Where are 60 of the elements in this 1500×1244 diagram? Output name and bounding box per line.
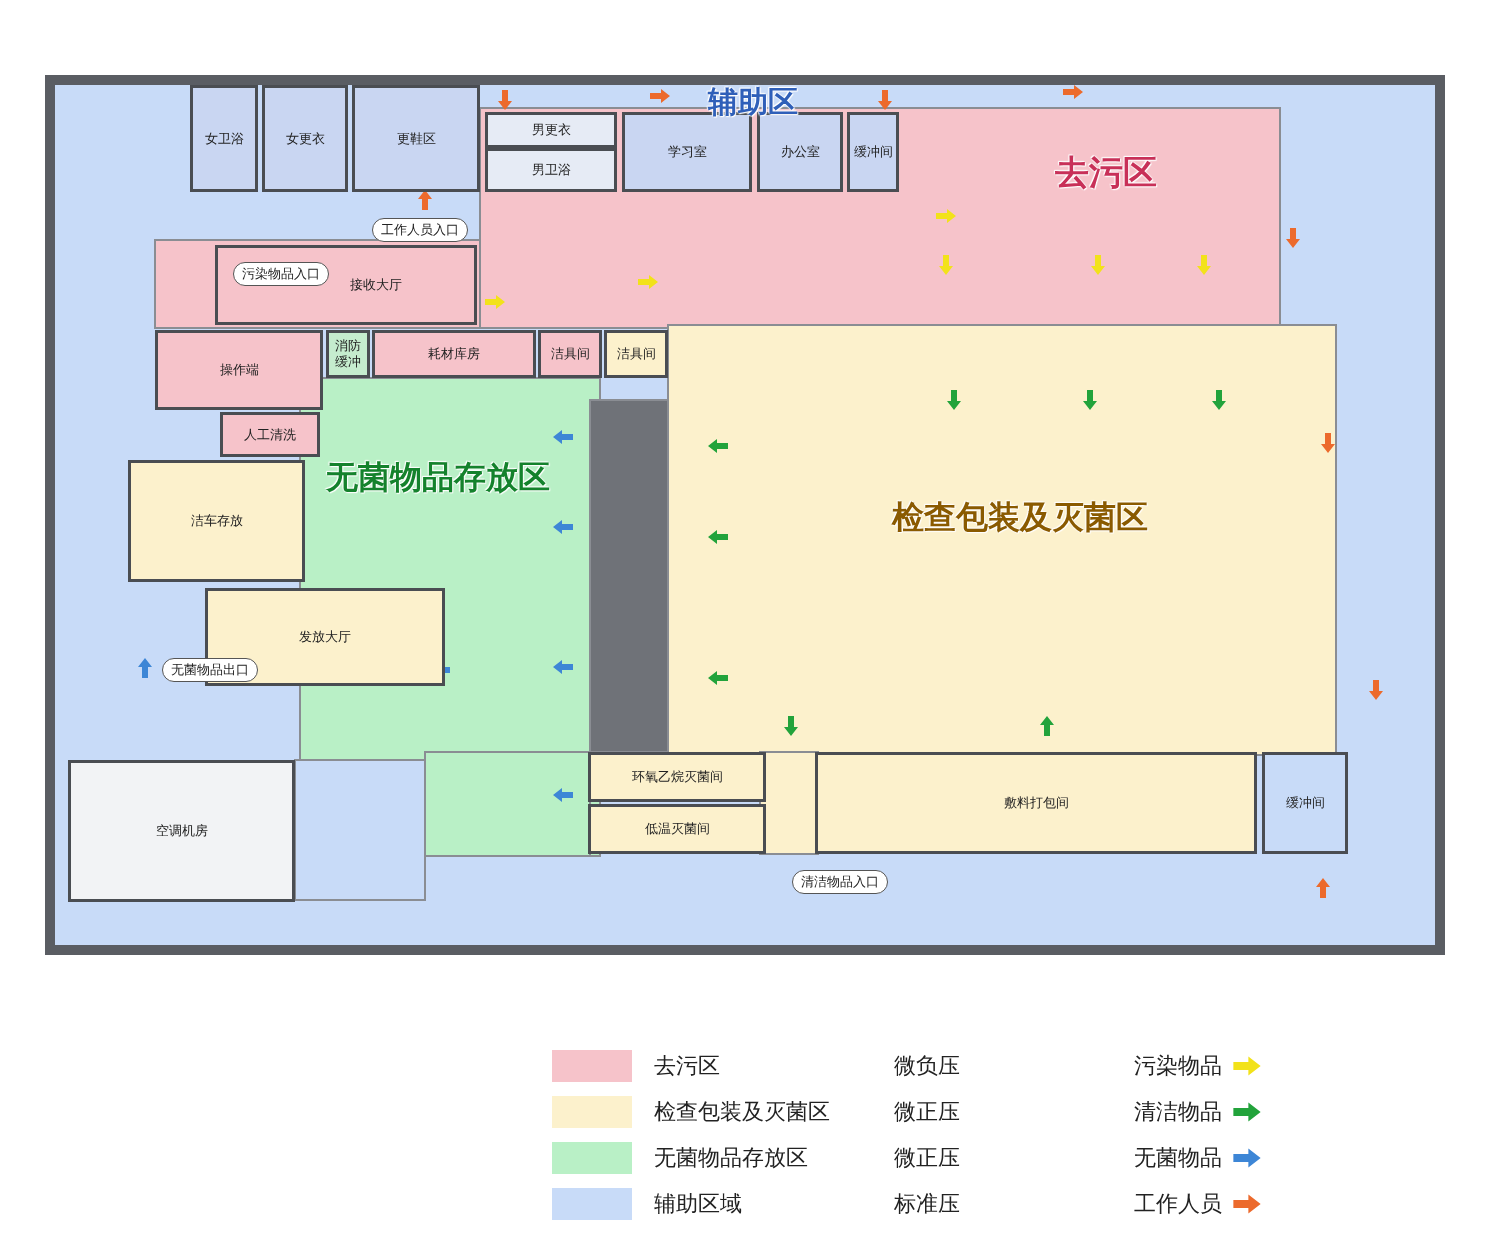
room-label: 人工清洗 [243,426,297,443]
pressure-label: 标准压 [893,1190,961,1218]
room [485,112,617,148]
room [538,330,602,378]
room [262,85,348,192]
room-label: 办公室 [779,144,821,160]
room [372,330,536,378]
room-label: 低温灭菌间 [643,821,711,837]
room-label: 女卫浴 [203,130,245,147]
room-label: 洁车存放 [189,513,244,529]
legend-label: 无菌物品 [1133,1144,1223,1172]
entrance-tag: 无菌物品出口 [162,658,258,682]
legend-label: 去污区 [653,1052,721,1080]
room [68,760,295,902]
room-label: 缓冲间 [1284,795,1326,811]
room [485,148,617,192]
entrance-tag: 污染物品入口 [233,262,329,286]
legend-label: 检查包装及灭菌区 [653,1098,831,1126]
zone-title: 去污区 [1055,151,1157,194]
room-label: 洁具间 [549,346,591,362]
entrance-tag: 工作人员入口 [372,218,468,242]
room-label: 缓冲间 [852,144,894,160]
zone-title: 检查包装及灭菌区 [892,497,1148,538]
room-label: 接收大厅 [349,277,403,293]
room-label: 空调机房 [154,823,209,839]
room [220,412,320,457]
room [815,752,1257,854]
room-label: 男卫浴 [530,162,572,178]
room [604,330,668,378]
legend-label: 无菌物品存放区 [653,1144,809,1172]
room [588,804,766,854]
room [588,752,766,802]
room-label: 女更衣 [284,130,326,147]
legend-label: 清洁物品 [1133,1098,1223,1126]
room-label: 操作端 [218,362,260,378]
room-label: 消防缓冲 [334,338,362,370]
legend-label: 辅助区域 [653,1190,743,1218]
room [155,330,323,410]
room [847,112,899,192]
entrance-tag: 清洁物品入口 [792,870,888,894]
room-label: 男更衣 [530,122,572,138]
room-label: 更鞋区 [395,130,437,147]
pressure-label: 微负压 [893,1052,961,1080]
room [128,460,305,582]
zone-title: 无菌物品存放区 [326,457,550,498]
room-label: 敷料打包间 [1002,795,1070,811]
room-label: 洁具间 [615,346,657,362]
room [1262,752,1348,854]
legend-label: 工作人员 [1133,1190,1223,1218]
pressure-label: 微正压 [893,1098,961,1126]
legend-label: 污染物品 [1133,1052,1223,1080]
room [190,85,258,192]
room-label: 耗材库房 [427,346,481,362]
room-label: 学习室 [666,144,708,160]
room [215,245,477,325]
room [326,330,370,378]
room-label: 发放大厅 [298,629,352,645]
pressure-label: 微正压 [893,1144,961,1172]
room-label: 环氧乙烷灭菌间 [630,769,724,785]
room [352,85,480,192]
